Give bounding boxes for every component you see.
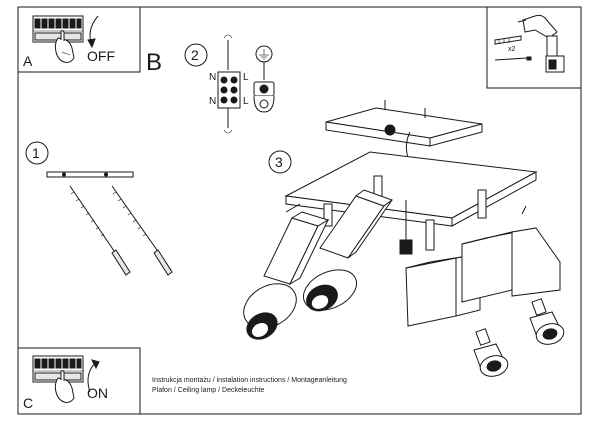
tools-multiplier: x2 (508, 46, 516, 53)
ground-connector-icon (253, 45, 275, 113)
ceiling-plate (325, 100, 483, 147)
spotlight-2 (303, 269, 357, 312)
lamp-base (284, 151, 538, 227)
tools-panel: x2 (486, 6, 582, 89)
wall-plug-icon (494, 35, 522, 45)
step-2: 2 N L N L (184, 34, 275, 134)
panel-a: A OFF (17, 6, 141, 73)
stem-2 (323, 203, 333, 227)
panel-c-letter: C (23, 395, 33, 411)
step-1-marker (25, 141, 49, 165)
tools-panel-frame (486, 6, 582, 89)
mounting-bracket (46, 171, 134, 178)
step-3-number: 3 (275, 154, 283, 170)
drill-icon (517, 14, 565, 73)
step-1-number: 1 (32, 145, 40, 161)
step-3-marker (268, 150, 292, 174)
spot-housing-1 (263, 203, 330, 286)
terminal-block-icon: N L N L (209, 34, 249, 134)
panel-a-letter: A (23, 53, 33, 69)
wire-label-l: L (243, 72, 249, 83)
wire-label-l-lower: L (243, 96, 249, 107)
screw-left-icon (69, 185, 131, 276)
stem-4 (425, 219, 435, 251)
off-label: OFF (87, 48, 115, 64)
wire-label-n-lower: N (209, 96, 216, 107)
wire-label-n: N (209, 72, 216, 83)
breaker-switch-off-icon (32, 15, 84, 63)
panel-c-frame (17, 347, 141, 415)
screw-icon (494, 56, 532, 61)
spotlight-3 (473, 328, 509, 377)
step-b-letter: B (146, 49, 162, 76)
spot-housing-2 (319, 189, 394, 259)
supply-cable (405, 131, 411, 159)
screw-right-icon (111, 185, 173, 276)
breaker-switch-on-icon (32, 355, 84, 403)
panel-a-frame (17, 6, 141, 73)
stem-3 (477, 189, 487, 219)
footer-line-1: Instrukcja montażu / instalation instruc… (152, 377, 347, 384)
on-label: ON (87, 385, 108, 401)
panel-c: C ON (17, 347, 141, 415)
wire-connector (399, 239, 413, 255)
spotlight-4 (529, 298, 565, 345)
sheet-border (17, 6, 582, 415)
step-1: 1 (25, 141, 173, 276)
step-2-number: 2 (191, 47, 199, 63)
spot-housing-4 (461, 205, 561, 303)
spotlight-1 (243, 283, 297, 340)
footer-line-2: Plafon / Ceiling lamp / Deckeleuchte (152, 387, 265, 394)
step-2-marker (184, 43, 208, 67)
step-3: 3 (243, 100, 565, 377)
